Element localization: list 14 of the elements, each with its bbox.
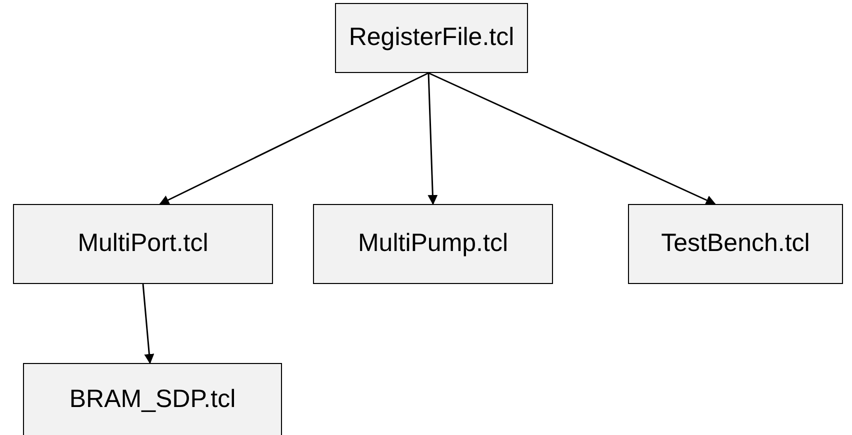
file-box bbox=[23, 363, 282, 435]
arrow bbox=[142, 284, 154, 364]
file-name: MultiPump.tcl bbox=[358, 228, 508, 260]
file-name: RegisterFile.tcl bbox=[348, 22, 514, 54]
file-name: MultiPort.tcl bbox=[78, 228, 208, 260]
file-box bbox=[13, 204, 273, 284]
file-name: TestBench.tcl bbox=[661, 228, 810, 260]
file-box bbox=[335, 3, 528, 73]
arrow bbox=[159, 72, 429, 205]
file-box bbox=[313, 204, 553, 284]
file-name: BRAM_SDP.tcl bbox=[69, 384, 236, 415]
arrow bbox=[428, 72, 438, 205]
file-box bbox=[628, 204, 843, 284]
arrow bbox=[428, 72, 716, 205]
